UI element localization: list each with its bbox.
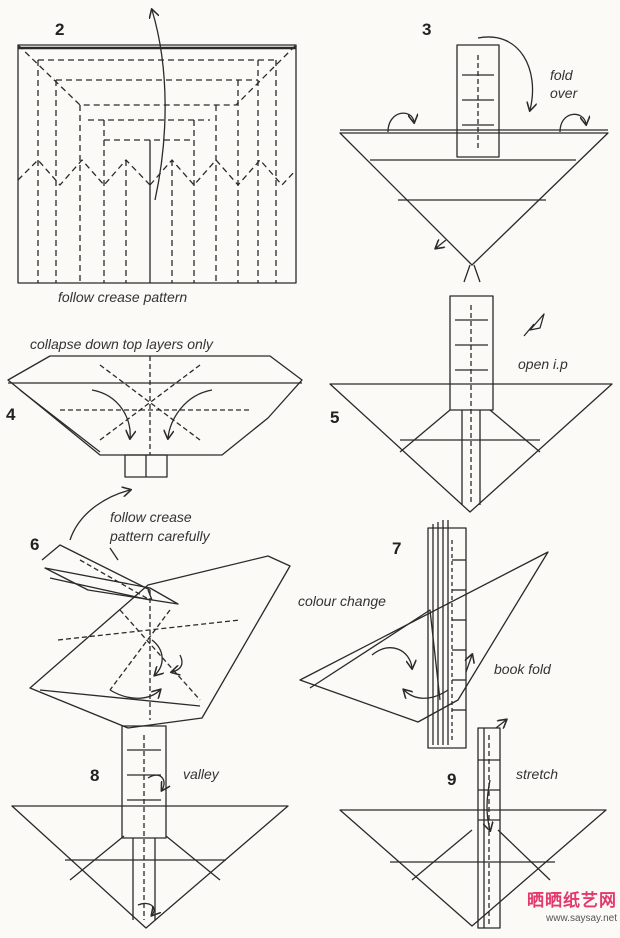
step-3-fold-diagram xyxy=(339,36,609,283)
step-4-caption: collapse down top layers only xyxy=(30,336,213,352)
step-7-book-fold-diagram xyxy=(299,520,549,749)
step-6-number: 6 xyxy=(30,535,40,554)
step-4-number: 4 xyxy=(6,405,16,424)
step-7-caption-book-fold: book fold xyxy=(494,661,551,677)
step-9-stretch-diagram xyxy=(339,720,607,929)
watermark-url: www.saysay.net xyxy=(546,913,617,924)
step-3-number: 3 xyxy=(422,20,432,39)
step-7-number: 7 xyxy=(392,539,402,558)
step-6-caption: follow crease pattern carefully xyxy=(110,509,210,544)
step-2-caption: follow crease pattern xyxy=(58,289,188,305)
step-3-caption: fold over xyxy=(550,67,578,101)
step-8-number: 8 xyxy=(90,766,100,785)
step-8-valley-diagram xyxy=(11,725,289,929)
step-5-caption: open i.p xyxy=(518,356,568,372)
watermark: 晒晒纸艺网 www.saysay.net xyxy=(497,886,617,924)
watermark-text: 晒晒纸艺网 xyxy=(527,891,617,911)
step-5-number: 5 xyxy=(330,408,340,427)
step-5-open-diagram xyxy=(329,295,613,513)
step-8-caption: valley xyxy=(183,766,219,782)
step-6-crease-diagram xyxy=(29,490,291,729)
step-9-number: 9 xyxy=(447,770,457,789)
step-4-collapse-diagram xyxy=(7,355,303,478)
step-7-caption-colour-change: colour change xyxy=(298,593,386,609)
step-9-caption: stretch xyxy=(516,766,559,782)
step-2-crease-pattern xyxy=(17,10,297,284)
step-2-number: 2 xyxy=(55,20,65,39)
